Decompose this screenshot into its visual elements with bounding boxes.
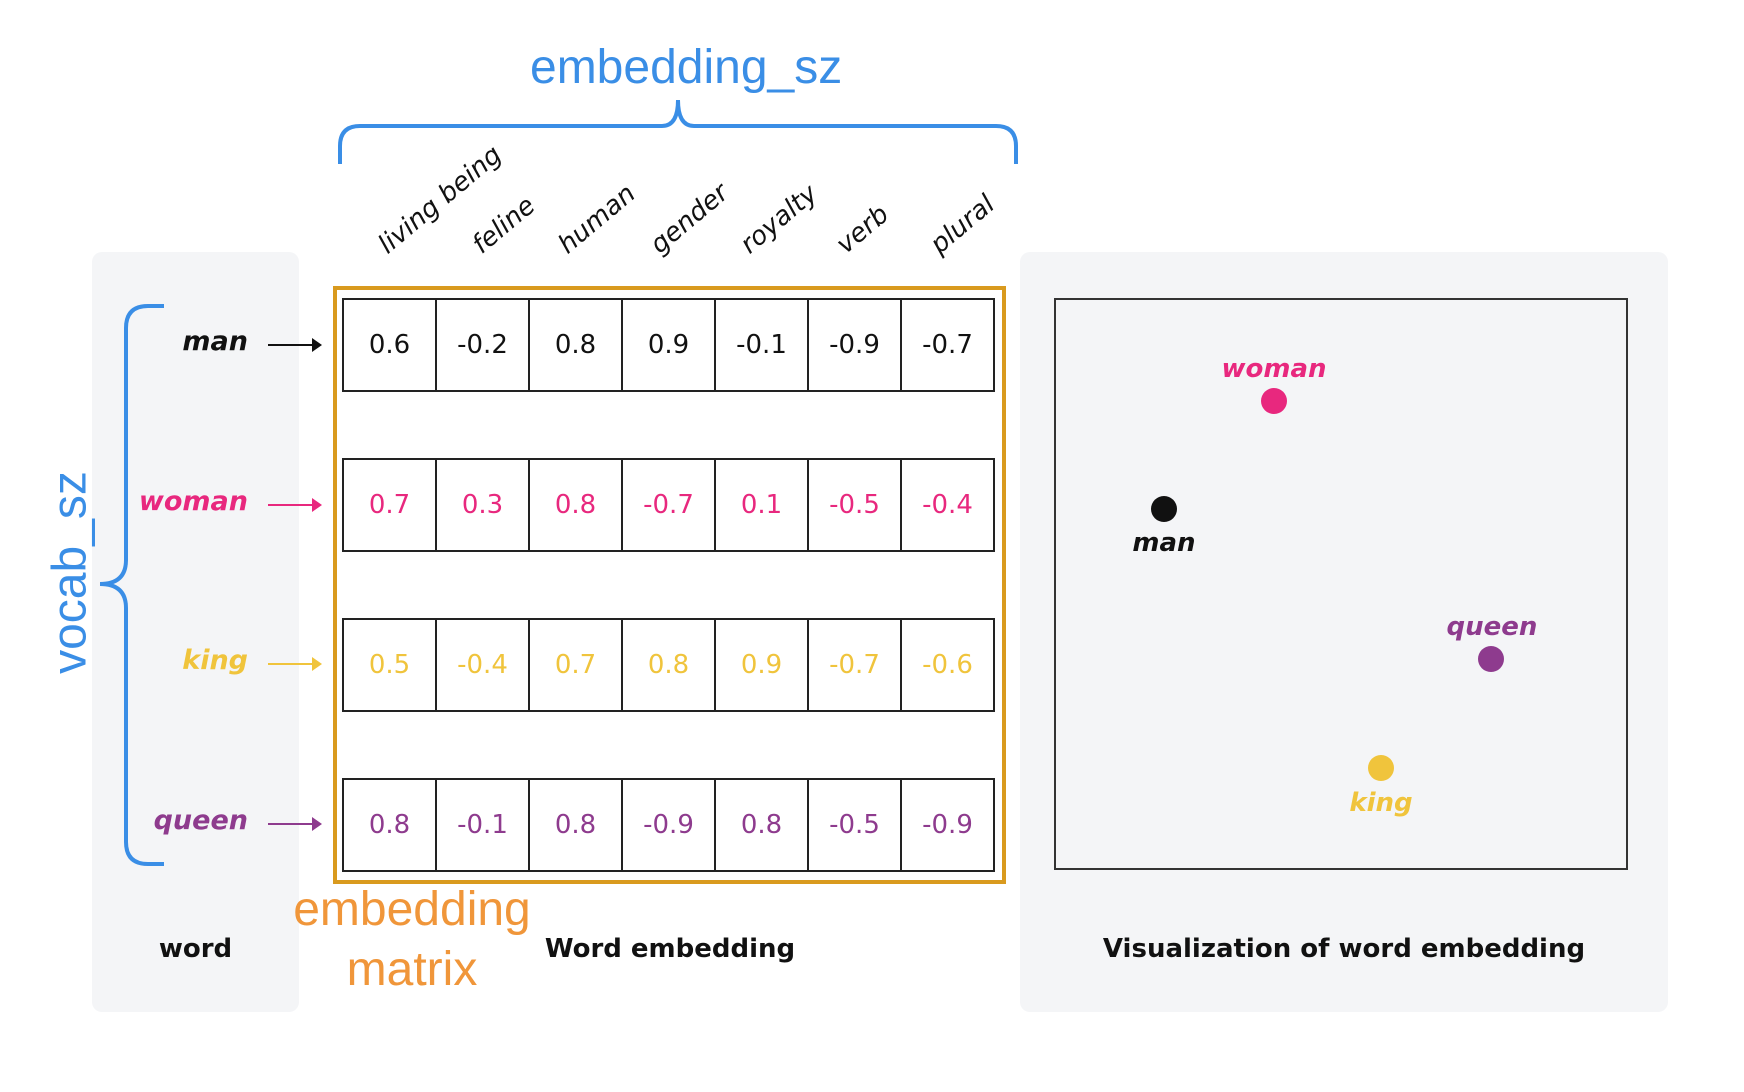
cell: -0.7 bbox=[623, 460, 716, 550]
cell: 0.1 bbox=[716, 460, 809, 550]
cell: -0.7 bbox=[922, 330, 973, 360]
visualization-plot-area bbox=[1054, 298, 1628, 870]
embedding-row-man: 0.6 -0.2 0.8 0.9 -0.1 -0.9 -0.7 bbox=[342, 298, 995, 392]
cell: -0.1 bbox=[716, 300, 809, 390]
cell: 0.7 bbox=[530, 620, 623, 710]
cell: 0.9 bbox=[623, 300, 716, 390]
caption-word: word bbox=[158, 934, 233, 964]
embedding-matrix-frame bbox=[333, 286, 1006, 884]
embedding-row-woman: 0.7 0.3 0.8 -0.7 0.1 -0.5 -0.4 bbox=[342, 458, 995, 552]
cell: -0.5 bbox=[809, 780, 902, 870]
vocab-brace bbox=[99, 304, 164, 866]
point-man bbox=[1151, 496, 1177, 522]
cell: 0.3 bbox=[437, 460, 530, 550]
cell: 0.8 bbox=[623, 620, 716, 710]
cell: -0.7 bbox=[809, 620, 902, 710]
arrow-queen bbox=[268, 817, 322, 831]
embedding-row-king: 0.5 -0.4 0.7 0.8 0.9 -0.7 -0.6 bbox=[342, 618, 995, 712]
cell: 0.8 bbox=[530, 300, 623, 390]
embedding-matrix-label: embedding matrix bbox=[293, 883, 531, 996]
word-man: man bbox=[182, 326, 248, 357]
cell: 0.7 bbox=[344, 460, 437, 550]
embedding-dim-brace bbox=[338, 99, 1018, 164]
cell: 0.5 bbox=[344, 620, 437, 710]
cell: -0.2 bbox=[437, 300, 530, 390]
point-label-king: king bbox=[1349, 788, 1413, 818]
cell: 0.6 bbox=[344, 300, 437, 390]
point-label-man: man bbox=[1132, 528, 1196, 558]
cell: -0.6 bbox=[922, 650, 973, 680]
arrow-man bbox=[268, 338, 322, 352]
cell: -0.5 bbox=[809, 460, 902, 550]
embedding-dim-label: embedding_sz bbox=[530, 41, 843, 94]
cell: 0.8 bbox=[530, 460, 623, 550]
point-label-woman: woman bbox=[1221, 354, 1327, 384]
cell: 0.8 bbox=[716, 780, 809, 870]
caption-word-embedding: Word embedding bbox=[544, 934, 796, 964]
word-king: king bbox=[182, 645, 248, 676]
cell: -0.9 bbox=[922, 810, 973, 840]
word-queen: queen bbox=[153, 805, 248, 836]
point-queen bbox=[1478, 646, 1504, 672]
word-woman: woman bbox=[138, 486, 248, 517]
cell: 0.9 bbox=[716, 620, 809, 710]
embedding-row-queen: 0.8 -0.1 0.8 -0.9 0.8 -0.5 -0.9 bbox=[342, 778, 995, 872]
cell: -0.9 bbox=[623, 780, 716, 870]
cell: 0.8 bbox=[530, 780, 623, 870]
cell: -0.4 bbox=[922, 490, 973, 520]
cell: 0.8 bbox=[344, 780, 437, 870]
point-label-queen: queen bbox=[1446, 612, 1538, 642]
point-woman bbox=[1261, 388, 1287, 414]
cell: -0.9 bbox=[809, 300, 902, 390]
point-king bbox=[1368, 755, 1394, 781]
caption-visualization: Visualization of word embedding bbox=[1102, 934, 1586, 964]
arrow-woman bbox=[268, 498, 322, 512]
cell: -0.4 bbox=[437, 620, 530, 710]
arrow-king bbox=[268, 657, 322, 671]
cell: -0.1 bbox=[437, 780, 530, 870]
